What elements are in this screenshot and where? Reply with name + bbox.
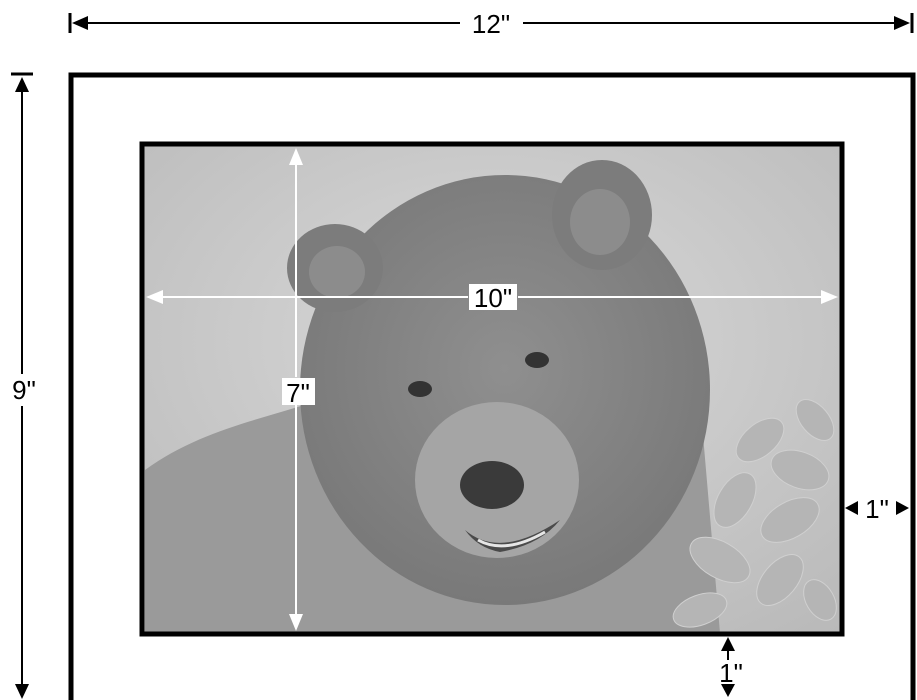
overall-width-dimension: 12" — [68, 9, 914, 39]
image-height-label: 7" — [286, 378, 310, 408]
side-margin-dimension: 1" — [845, 494, 909, 524]
overall-width-label: 12" — [472, 9, 510, 39]
image-width-dimension: 10" — [146, 283, 838, 313]
side-margin-label: 1" — [865, 494, 889, 524]
bottom-margin-dimension: 1" — [719, 637, 743, 697]
overall-height-dimension: 9" — [11, 72, 36, 699]
bottom-margin-label: 1" — [719, 658, 743, 688]
overall-height-label: 9" — [12, 375, 36, 405]
framed-picture — [139, 141, 845, 637]
image-height-dimension: 7" — [282, 148, 315, 631]
image-width-label: 10" — [474, 283, 512, 313]
